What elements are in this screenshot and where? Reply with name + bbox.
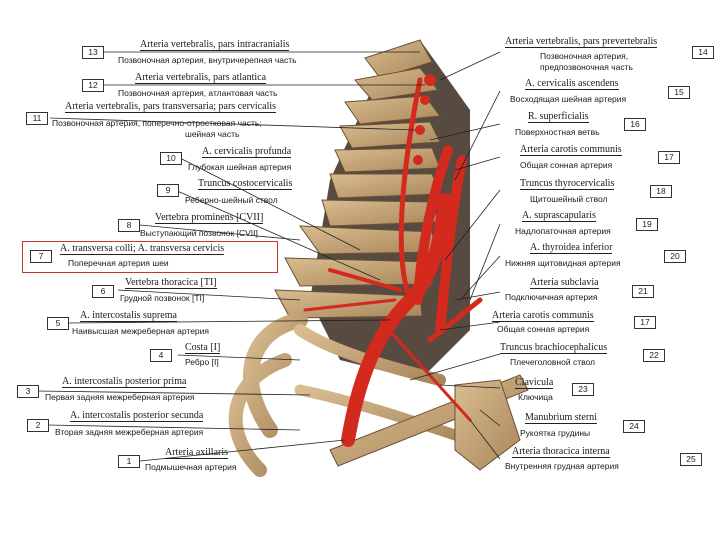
label-number-15: 15 bbox=[668, 86, 690, 99]
label-12-russian: Позвоночная артерия, атлантовая часть bbox=[118, 88, 278, 98]
label-number-16: 16 bbox=[624, 118, 646, 131]
label-number-14: 14 bbox=[692, 46, 714, 59]
label-20-latin: A. thyroidea inferior bbox=[530, 242, 613, 254]
label-15-latin: A. cervicalis ascendens bbox=[525, 78, 619, 90]
label-2-russian: Вторая задняя межреберная артерия bbox=[55, 427, 204, 437]
label-20-russian: Нижняя щитовидная артерия bbox=[505, 258, 621, 268]
label-number-13: 13 bbox=[82, 46, 104, 59]
label-number-8: 8 bbox=[118, 219, 140, 232]
label-5-latin: A. intercostalis suprema bbox=[80, 310, 177, 322]
label-21-russian: Подключичная артерия bbox=[505, 292, 598, 302]
label-13-latin: Arteria vertebralis, pars intracranialis bbox=[140, 39, 290, 51]
label-number-25: 25 bbox=[680, 453, 702, 466]
label-4-russian: Ребро [I] bbox=[185, 357, 219, 367]
label-14-russian-line2: предпозвоночная часть bbox=[540, 62, 633, 72]
label-number-24: 24 bbox=[623, 420, 645, 433]
label-18-russian: Щитошейный ствол bbox=[530, 194, 608, 204]
label-number-19: 19 bbox=[636, 218, 658, 231]
label-number-3: 3 bbox=[17, 385, 39, 398]
label-4-latin: Costa [I] bbox=[185, 342, 221, 354]
label-5-russian: Наивысшая межреберная артерия bbox=[72, 326, 210, 336]
label-10-russian: Глубокая шейная артерия bbox=[188, 162, 292, 172]
ribs bbox=[228, 312, 476, 477]
label-number-2: 2 bbox=[27, 419, 49, 432]
label-number-7: 7 bbox=[30, 250, 52, 263]
label-number-4: 4 bbox=[150, 349, 172, 362]
label-24-russian: Рукоятка грудины bbox=[520, 428, 591, 438]
label-24-latin: Manubrium sterni bbox=[525, 412, 597, 424]
label-14-latin: Arteria vertebralis, pars prevertebralis bbox=[505, 36, 658, 48]
label-25-latin: Arteria thoracica interna bbox=[512, 446, 610, 458]
label-19-russian: Надлопаточная артерия bbox=[515, 226, 611, 236]
label-number-5: 5 bbox=[47, 317, 69, 330]
label-7-latin: A. transversa colli; A. transversa cervi… bbox=[60, 243, 225, 255]
label-1-latin: Arteria axillaris bbox=[165, 447, 229, 459]
label-14-russian: Позвоночная артерия, bbox=[540, 51, 629, 61]
label-9-latin: Truncus costocervicalis bbox=[198, 178, 293, 190]
highlight-box-label-7 bbox=[22, 241, 278, 273]
label-number-9: 9 bbox=[157, 184, 179, 197]
label-number-17b: 17 bbox=[634, 316, 656, 329]
label-12-latin: Arteria vertebralis, pars atlantica bbox=[135, 72, 267, 84]
label-number-18: 18 bbox=[650, 185, 672, 198]
label-13-russian: Позвоночная артерия, внутричерепная част… bbox=[118, 55, 297, 65]
label-17-russian: Общая сонная артерия bbox=[520, 160, 613, 170]
label-number-6: 6 bbox=[92, 285, 114, 298]
label-8-latin: Vertebra prominens [CVII] bbox=[155, 212, 264, 224]
label-7-russian: Поперечная артерия шеи bbox=[68, 258, 169, 268]
label-15-russian: Восходящая шейная артерия bbox=[510, 94, 627, 104]
label-number-10: 10 bbox=[160, 152, 182, 165]
label-25-russian: Внутренняя грудная артерия bbox=[505, 461, 619, 471]
label-11-latin: Arteria vertebralis, pars transversaria;… bbox=[65, 101, 277, 113]
label-number-23: 23 bbox=[572, 383, 594, 396]
label-number-20: 20 bbox=[664, 250, 686, 263]
label-21-latin: Arteria subclavia bbox=[530, 277, 599, 289]
label-19-latin: A. suprascapularis bbox=[522, 210, 596, 222]
label-3-russian: Первая задняя межреберная артерия bbox=[45, 392, 195, 402]
label-6-russian: Грудной позвонок [TI] bbox=[120, 293, 205, 303]
label-23-russian: Ключица bbox=[518, 392, 553, 402]
label-number-21: 21 bbox=[632, 285, 654, 298]
label-22-russian: Плечеголовной ствол bbox=[510, 357, 596, 367]
leader-lines bbox=[37, 51, 501, 462]
label-18-latin: Truncus thyrocervicalis bbox=[520, 178, 615, 190]
label-1-russian: Подмышечная артерия bbox=[145, 462, 237, 472]
label-number-11: 11 bbox=[26, 112, 48, 125]
label-17-latin: Arteria carotis communis bbox=[520, 144, 622, 156]
label-2-latin: A. intercostalis posterior secunda bbox=[70, 410, 204, 422]
manubrium bbox=[454, 379, 521, 471]
label-17b-russian: Общая сонная артерия bbox=[497, 324, 590, 334]
label-22-latin: Truncus brachiocephalicus bbox=[500, 342, 608, 354]
label-23-latin: Clavicula bbox=[515, 377, 554, 389]
label-number-17a: 17 bbox=[658, 151, 680, 164]
arteries bbox=[303, 77, 483, 447]
label-6-latin: Vertebra thoracica [TI] bbox=[125, 277, 217, 289]
label-16-russian: Поверхностная ветвь bbox=[515, 127, 600, 137]
label-number-22: 22 bbox=[643, 349, 665, 362]
label-11-russian-line2: шейная часть bbox=[185, 129, 240, 139]
label-3-latin: A. intercostalis posterior prima bbox=[62, 376, 187, 388]
label-number-12: 12 bbox=[82, 79, 104, 92]
label-number-1: 1 bbox=[118, 455, 140, 468]
label-17b-latin: Arteria carotis communis bbox=[492, 310, 594, 322]
label-9-russian: Реберно-шейный ствол bbox=[185, 195, 278, 205]
label-10-latin: A. cervicalis profunda bbox=[202, 146, 292, 158]
label-8-russian: Выступающий позвонок [CVII] bbox=[140, 228, 258, 238]
label-16-latin: R. superficialis bbox=[528, 111, 589, 123]
label-11-russian: Позвоночная артерия, поперечно-отростков… bbox=[52, 118, 262, 128]
